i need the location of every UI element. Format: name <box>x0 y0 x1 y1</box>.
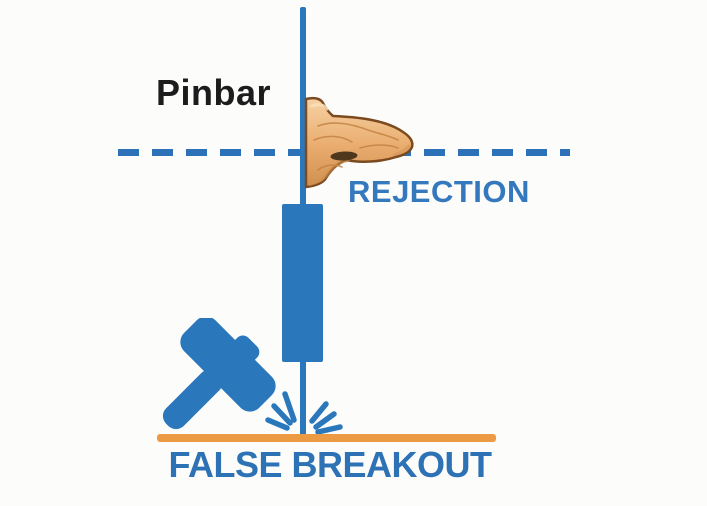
rejection-label: REJECTION <box>348 174 530 209</box>
breakout-level-line <box>157 434 496 442</box>
hammer-handle <box>162 369 223 430</box>
hammer-head <box>180 318 276 412</box>
hammer-icon <box>162 318 276 430</box>
nose-shading <box>308 158 350 186</box>
pinbar-title: Pinbar <box>156 72 272 113</box>
nose-tip-shading <box>392 144 411 157</box>
nostril <box>330 151 358 161</box>
impact-sparks-icon <box>265 391 343 435</box>
false-breakout-label: FALSE BREAKOUT <box>168 444 492 485</box>
nose-highlight <box>310 103 329 111</box>
wood-grain-lines <box>313 122 399 171</box>
candle-body <box>282 204 323 362</box>
wooden-pinocchio-nose-icon <box>304 96 414 189</box>
